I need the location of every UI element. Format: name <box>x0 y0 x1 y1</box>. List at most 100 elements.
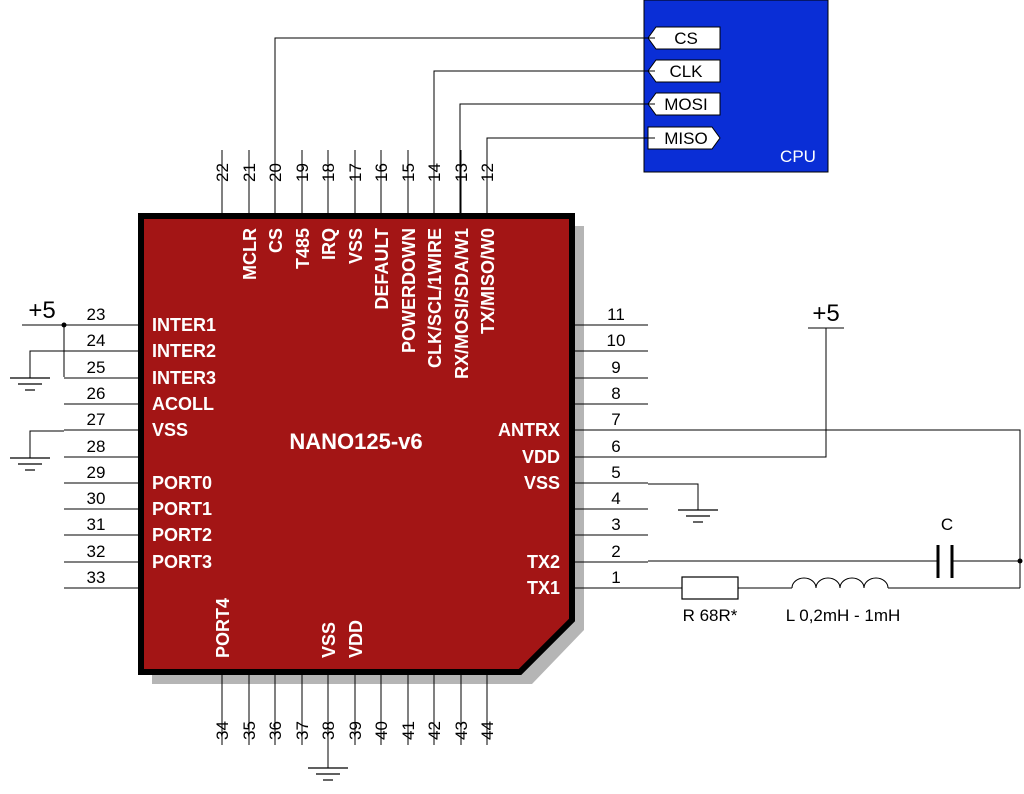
pin-number: 44 <box>478 721 497 740</box>
pin-number: 26 <box>87 384 106 403</box>
wire-miso <box>486 137 655 215</box>
pin-number: 18 <box>319 163 338 182</box>
cpu-port-tag <box>647 92 721 116</box>
pin-number: 35 <box>240 721 259 740</box>
pin-number: 43 <box>452 721 471 740</box>
pin-label: POWERDOWN <box>399 228 419 353</box>
pin-number: 29 <box>87 463 106 482</box>
spi-wires <box>274 37 655 215</box>
pin-number: 41 <box>399 721 418 740</box>
pin-number: 1 <box>611 568 620 587</box>
wire-vdd <box>648 328 827 458</box>
pin-label: ANTRX <box>498 420 560 440</box>
pin-label: VSS <box>319 622 339 658</box>
pin-number: 40 <box>372 721 391 740</box>
pin-number: 30 <box>87 489 106 508</box>
cpu-port-tag <box>647 59 721 83</box>
pin-label: INTER2 <box>152 341 216 361</box>
pin-label: MCLR <box>240 228 260 280</box>
pin-number: 19 <box>293 163 312 182</box>
cpu-port-label: CLK <box>669 62 703 81</box>
pin-label: VSS <box>152 420 188 440</box>
pin-label: T485 <box>293 228 313 269</box>
pin-label: PORT1 <box>152 499 212 519</box>
pin-label: VSS <box>346 228 366 264</box>
pin-number: 16 <box>372 163 391 182</box>
wire-vss-gnd <box>29 430 64 458</box>
pin-label: VDD <box>522 447 560 467</box>
inductor: L 0,2mH - 1mH <box>786 577 901 625</box>
pin-number: 5 <box>611 463 620 482</box>
pin-number: 32 <box>87 542 106 561</box>
pin-number: 8 <box>611 384 620 403</box>
right-power-wiring: +5 <box>648 300 1023 589</box>
capacitor: C <box>936 515 954 578</box>
ground-symbols <box>10 377 718 781</box>
pin-label: RX/MOSI/SDA/W1 <box>452 228 472 379</box>
cpu-port-label: CS <box>674 29 698 48</box>
pin-number: 42 <box>425 721 444 740</box>
wire-inter2-gnd <box>29 350 64 378</box>
pin-number: 4 <box>611 489 620 508</box>
resistor: R 68R* <box>681 576 739 625</box>
pin-label: INTER1 <box>152 315 216 335</box>
cpu-port-tag <box>647 26 721 50</box>
pin-label: INTER3 <box>152 368 216 388</box>
pin-number: 7 <box>611 410 620 429</box>
pin-number: 13 <box>452 163 471 182</box>
cpu-block: CPU CS CLK MOSI MISO <box>643 0 829 173</box>
pin-number: 17 <box>346 163 365 182</box>
inductor-label: L 0,2mH - 1mH <box>786 606 901 625</box>
pin-label: PORT0 <box>152 473 212 493</box>
pin-number: 25 <box>87 358 106 377</box>
pin-number: 6 <box>611 437 620 456</box>
pin-number: 33 <box>87 568 106 587</box>
pin-number: 36 <box>266 721 285 740</box>
pin-label: VSS <box>524 473 560 493</box>
pin-number: 39 <box>346 721 365 740</box>
pin-label: CS <box>266 228 286 253</box>
pin-label: DEFAULT <box>372 228 392 310</box>
chip-body <box>138 213 575 675</box>
cpu-port-label: MOSI <box>664 95 707 114</box>
pin-label: PORT4 <box>213 598 233 658</box>
pin-number: 15 <box>399 163 418 182</box>
inductor-coil <box>791 577 889 589</box>
pin-number: 21 <box>240 163 259 182</box>
left-power-wiring: +5 <box>22 297 67 458</box>
chip-name: NANO125-v6 <box>289 429 422 454</box>
power-label-right: +5 <box>812 300 839 327</box>
pin-label: VDD <box>346 620 366 658</box>
pin-label: PORT3 <box>152 552 212 572</box>
capacitor-label: C <box>941 515 953 534</box>
junction-dot-right <box>1017 558 1023 564</box>
pin-label: TX/MISO/W0 <box>478 228 498 334</box>
cpu-name: CPU <box>780 147 816 166</box>
pin-label: PORT2 <box>152 525 212 545</box>
pin-number: 37 <box>293 721 312 740</box>
pin-number: 2 <box>611 542 620 561</box>
pin-number: 28 <box>87 437 106 456</box>
resistor-body <box>681 576 739 600</box>
wire-mosi <box>459 103 655 215</box>
wire-antrx <box>648 429 1021 588</box>
pin-label: ACOLL <box>152 394 214 414</box>
pin-label: TX1 <box>527 578 560 598</box>
pin-number: 27 <box>87 410 106 429</box>
wire-cs <box>274 37 655 215</box>
wire-clk <box>433 70 655 215</box>
pin-number: 10 <box>607 331 626 350</box>
cpu-port-label: MISO <box>664 129 707 148</box>
pin-number: 9 <box>611 358 620 377</box>
power-label-left: +5 <box>28 297 55 324</box>
wire-vss-gnd-right <box>648 483 699 510</box>
resistor-label: R 68R* <box>683 606 738 625</box>
pin-number: 31 <box>87 515 106 534</box>
pin-number: 3 <box>611 515 620 534</box>
pin-number: 11 <box>607 305 625 324</box>
pin-label: CLK/SCL/1WIRE <box>425 228 445 368</box>
pin-label: IRQ <box>319 228 339 260</box>
pin-number: 24 <box>87 331 106 350</box>
pin-label: TX2 <box>527 552 560 572</box>
